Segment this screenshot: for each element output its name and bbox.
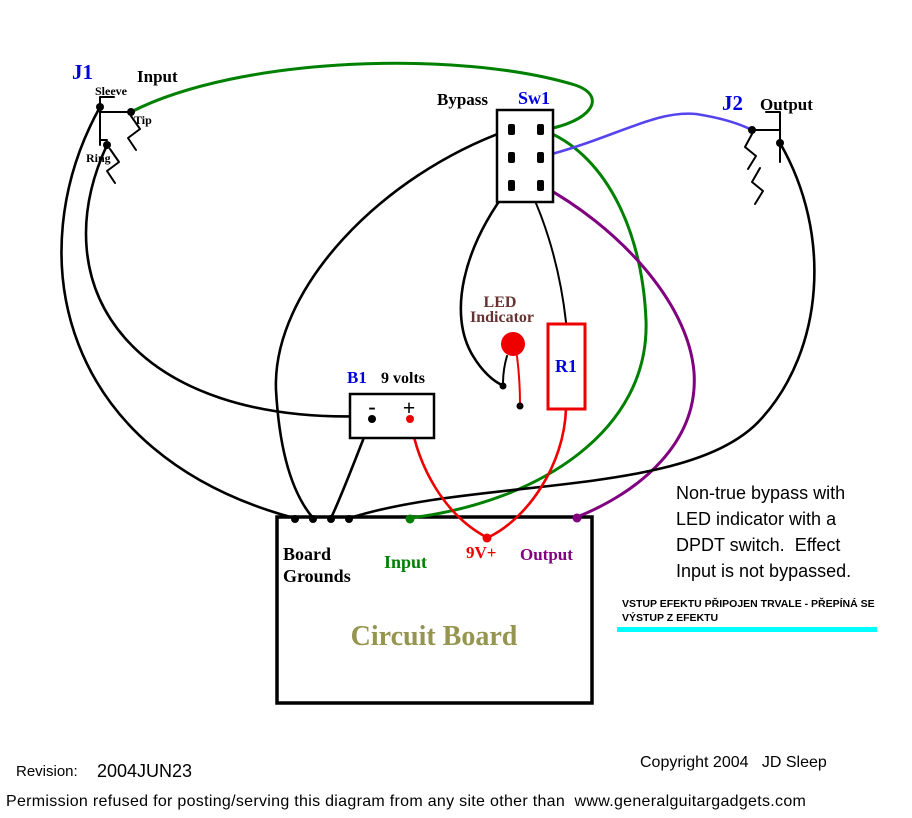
board-output-label: Output <box>520 545 573 564</box>
switch-lug-left-middle <box>508 152 515 163</box>
permission-text: Permission refused for posting/serving t… <box>6 793 806 810</box>
resistor-symbol: R1 <box>546 322 587 411</box>
wire-switch-to-ground <box>274 127 513 520</box>
ground-joint-3 <box>327 515 335 523</box>
czech-note-line2: VÝSTUP Z EFEKTU <box>622 611 718 624</box>
battery-symbol: - + <box>348 392 436 440</box>
j1-sleeve-lug <box>96 103 104 111</box>
revision-label: Revision: <box>16 763 78 780</box>
j1-ring-contact <box>106 148 120 184</box>
j2-tip-contact <box>744 133 757 170</box>
battery-volts-label: 9 volts <box>381 370 425 387</box>
board-input-label: Input <box>384 552 427 572</box>
bypass-label: Bypass <box>437 90 488 109</box>
note-line-2: LED indicator with a <box>676 509 837 529</box>
led-lens <box>501 332 525 356</box>
ground-joint-1 <box>291 515 299 523</box>
j2-body <box>765 111 781 163</box>
sw1-id-label: Sw1 <box>518 88 550 108</box>
j1-ring-lug <box>103 141 111 149</box>
input-jack-symbol <box>96 96 141 184</box>
j1-tip-label: Tip <box>134 113 152 127</box>
output-jack-symbol <box>744 111 784 205</box>
switch-lug-right-middle <box>537 152 544 163</box>
j2-ring-contact <box>751 167 764 205</box>
wire-switch-to-j2-blue <box>539 112 754 159</box>
switch-lug-left-top <box>508 124 515 135</box>
battery-minus-label: - <box>368 394 375 419</box>
j2-tip-lug <box>748 126 756 134</box>
led-leg-left <box>502 355 508 385</box>
board-grounds-label-line1: Board <box>283 544 331 564</box>
board-grounds-label-line2: Grounds <box>283 566 351 586</box>
wire-j1-sleeve-to-ground <box>60 105 296 520</box>
j1-input-label: Input <box>137 67 178 86</box>
cyan-underline <box>617 627 877 632</box>
led-right-joint <box>516 402 524 410</box>
czech-note: VSTUP EFEKTU PŘIPOJEN TRVALE - PŘEPÍNÁ S… <box>617 597 877 632</box>
j1-tip-contact <box>127 115 141 151</box>
wire-switch-to-led <box>459 183 513 387</box>
j2-output-label: Output <box>760 95 813 114</box>
battery-plus-terminal <box>406 415 414 423</box>
board-9v-joint <box>482 533 492 543</box>
ground-joint-4 <box>345 515 353 523</box>
j1-id-label: J1 <box>72 60 93 84</box>
note-line-3: DPDT switch. Effect <box>676 535 840 555</box>
copyright-text: Copyright 2004 JD Sleep <box>640 754 827 771</box>
resistor-id: R1 <box>555 356 577 376</box>
battery-body <box>348 392 436 440</box>
revision-value: 2004JUN23 <box>97 761 192 781</box>
led-left-joint <box>499 382 507 390</box>
switch-lug-right-bottom <box>537 180 544 191</box>
wire-input-tip-to-board-green <box>129 61 648 520</box>
wire-r1-to-9v-red <box>487 407 568 539</box>
switch-lug-left-bottom <box>508 180 515 191</box>
board-input-joint <box>405 514 415 524</box>
circuit-board <box>275 515 594 705</box>
led-leg-right <box>516 355 521 405</box>
j1-ring-label: Ring <box>86 151 111 165</box>
led-symbol <box>499 332 525 410</box>
battery-minus-terminal <box>368 415 376 423</box>
led-label-line1: LED <box>484 294 517 311</box>
j1-sleeve-label: Sleeve <box>95 84 128 98</box>
czech-note-line1: VSTUP EFEKTU PŘIPOJEN TRVALE - PŘEPÍNÁ S… <box>622 597 875 610</box>
j1-tip-lug <box>127 108 135 116</box>
wire-switch-to-board-output-purple <box>539 183 696 519</box>
board-9v-label: 9V+ <box>466 543 496 562</box>
switch-lug-right-top <box>537 124 544 135</box>
j2-id-label: J2 <box>722 91 743 115</box>
wire-j2-sleeve-to-ground <box>348 141 816 520</box>
resistor-body <box>546 322 587 411</box>
description-note: Non-true bypass with LED indicator with … <box>676 483 851 581</box>
battery-plus-label: + <box>403 395 416 420</box>
switch-body <box>495 108 555 204</box>
circuit-board-title: Circuit Board <box>351 621 518 652</box>
ground-joint-2 <box>309 515 317 523</box>
note-line-1: Non-true bypass with <box>676 483 845 503</box>
note-line-4: Input is not bypassed. <box>676 561 851 581</box>
battery-id-label: B1 <box>347 368 367 387</box>
wire-j1-ring-to-battery-minus <box>84 143 371 418</box>
led-label-line2: Indicator <box>470 309 534 326</box>
board-output-joint <box>572 513 582 523</box>
j1-body <box>99 96 115 146</box>
j2-sleeve-lug <box>776 139 784 147</box>
dpdt-switch-symbol <box>495 108 555 204</box>
